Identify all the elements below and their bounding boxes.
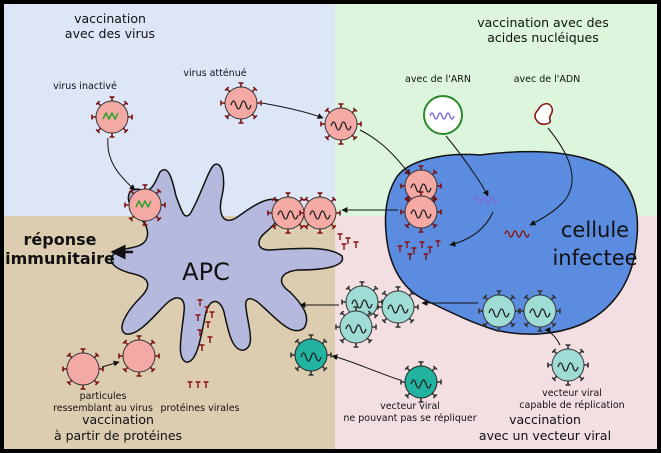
- apc-cell: [110, 163, 344, 363]
- vlp-label-line1: particules: [80, 391, 127, 402]
- arrow-nonrep-to-apc: [331, 354, 401, 381]
- virus-near-border: [321, 104, 361, 144]
- nucleic-quadrant-subtitle: acides nucléiques: [487, 30, 599, 45]
- virus-quadrant-subtitle: avec des virus: [65, 26, 155, 41]
- infected-cell: [384, 151, 639, 335]
- vector-quadrant-subtitle: avec un vecteur viral: [479, 428, 611, 443]
- virus-entering-apc: [124, 184, 166, 226]
- vector-in-cell-2: [520, 291, 560, 331]
- arrow-attenuated-to-cell: [261, 102, 324, 119]
- inactivated-virus: [91, 96, 133, 138]
- protein-quadrant-title: vaccination: [82, 412, 154, 427]
- rep-vector-label-line2: capable de réplication: [519, 400, 624, 411]
- infected-cell-label-line2: infectee: [552, 246, 637, 270]
- immune-response-line1: réponse: [24, 230, 97, 249]
- vector-quadrant-title: vaccination: [509, 412, 581, 427]
- vlp-free: [62, 348, 104, 390]
- immune-response-line2: immunitaire: [5, 249, 115, 268]
- nucleic-quadrant-title: vaccination avec des: [477, 15, 609, 30]
- rna-in-cell: [473, 196, 499, 204]
- arrow-rep-to-cell: [544, 327, 561, 346]
- protein-quadrant-subtitle: à partir de protéines: [54, 428, 182, 443]
- attenuated-virus-label: virus atténué: [183, 68, 246, 79]
- arrow-rna-to-cell: [445, 135, 489, 197]
- vlp-entering-apc: [118, 335, 160, 377]
- vector-in-cell-1: [479, 291, 519, 331]
- rep-vector-label-line1: vecteur viral: [542, 388, 602, 399]
- arrow-dna-to-cell: [529, 127, 573, 226]
- virus-quadrant-title: vaccination: [74, 11, 146, 26]
- arrow-vlp: [101, 360, 120, 368]
- attenuated-virus: [221, 83, 261, 123]
- apc-label: APC: [182, 258, 230, 286]
- released-virus-2: [300, 193, 340, 233]
- nonrep-vector-label-line1: vecteur viral: [380, 401, 440, 412]
- rna-vesicle: [423, 95, 463, 135]
- arrow-inactivated-to-apc: [107, 137, 136, 191]
- nonrep-vector-free: [401, 362, 441, 402]
- rep-vector-free: [548, 345, 588, 385]
- dna-label: avec de l'ADN: [514, 74, 581, 85]
- vector-cluster-3: [378, 287, 418, 327]
- arrow-virus-to-cell: [359, 129, 411, 176]
- viral-proteins-label: protéines virales: [160, 403, 239, 414]
- inactivated-virus-label: virus inactivé: [53, 81, 117, 92]
- vector-cluster-2: [336, 307, 376, 347]
- dna-plasmid: [534, 102, 554, 125]
- free-proteins: [186, 381, 210, 389]
- nonrep-vector-label-line2: ne pouvant pas se répliquer: [343, 413, 476, 424]
- nonrep-vector-in-apc: [291, 335, 331, 375]
- infected-cell-label-line1: cellule: [561, 218, 629, 242]
- dna-in-cell: [504, 230, 530, 238]
- vlp-label-line2: ressemblant au virus: [53, 403, 153, 414]
- rna-label: avec de l'ARN: [405, 74, 471, 85]
- arrow-to-nucleus: [449, 211, 494, 247]
- budding-virus-bottom: [401, 192, 441, 232]
